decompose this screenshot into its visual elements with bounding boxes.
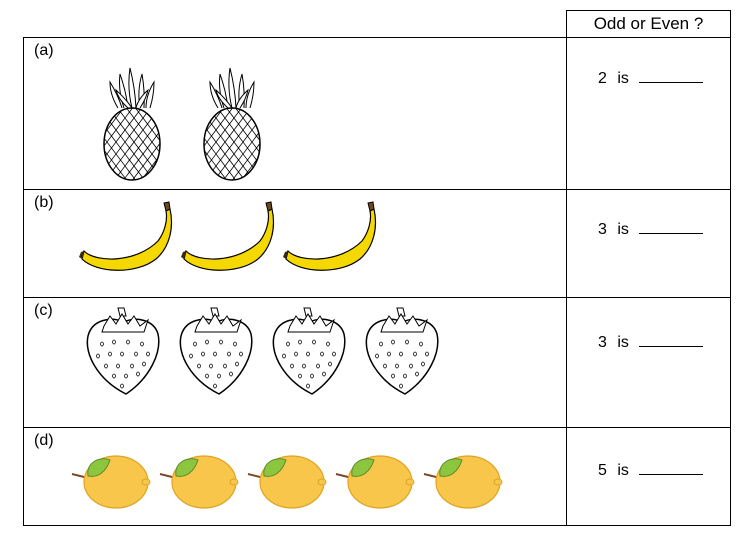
pineapple-icon bbox=[203, 67, 261, 181]
answer-word: is bbox=[617, 462, 629, 479]
answer-blank[interactable] bbox=[639, 460, 704, 475]
question-row-b: (b) 3 is bbox=[23, 189, 731, 297]
lemon-icon bbox=[71, 455, 151, 509]
answer-word: is bbox=[617, 221, 629, 238]
banana-icon bbox=[283, 201, 377, 271]
column-divider bbox=[566, 190, 567, 297]
question-row-d: (d) 5 is bbox=[23, 427, 731, 526]
row-label: (b) bbox=[34, 194, 54, 211]
row-label: (a) bbox=[34, 42, 54, 59]
answer-blank[interactable] bbox=[639, 219, 704, 234]
answer-number: 5 bbox=[598, 462, 607, 479]
lemon-icon bbox=[423, 455, 503, 509]
strawberry-icon bbox=[179, 307, 253, 395]
column-divider bbox=[566, 38, 567, 189]
pineapple-icon bbox=[103, 67, 161, 181]
answer-blank[interactable] bbox=[639, 68, 704, 83]
answer-line: 2 is bbox=[598, 68, 704, 88]
strawberry-icon bbox=[365, 307, 439, 395]
banana-icon bbox=[79, 201, 173, 271]
answer-line: 5 is bbox=[598, 460, 704, 480]
lemon-icon bbox=[335, 455, 415, 509]
answer-line: 3 is bbox=[598, 219, 704, 239]
row-label: (d) bbox=[34, 432, 54, 449]
question-row-a: (a) 2 is bbox=[23, 37, 731, 189]
answer-number: 3 bbox=[598, 221, 607, 238]
question-row-c: (c) 3 is bbox=[23, 297, 731, 427]
answer-number: 3 bbox=[598, 334, 607, 351]
row-label: (c) bbox=[34, 302, 53, 319]
lemon-icon bbox=[159, 455, 239, 509]
answer-blank[interactable] bbox=[639, 332, 704, 347]
strawberry-icon bbox=[86, 307, 160, 395]
lemon-icon bbox=[247, 455, 327, 509]
answer-number: 2 bbox=[598, 70, 607, 87]
header-odd-or-even: Odd or Even ? bbox=[566, 10, 731, 37]
answer-word: is bbox=[617, 334, 629, 351]
answer-line: 3 is bbox=[598, 332, 704, 352]
banana-icon bbox=[181, 201, 275, 271]
strawberry-icon bbox=[272, 307, 346, 395]
column-divider bbox=[566, 298, 567, 427]
column-divider bbox=[566, 428, 567, 525]
answer-word: is bbox=[617, 70, 629, 87]
